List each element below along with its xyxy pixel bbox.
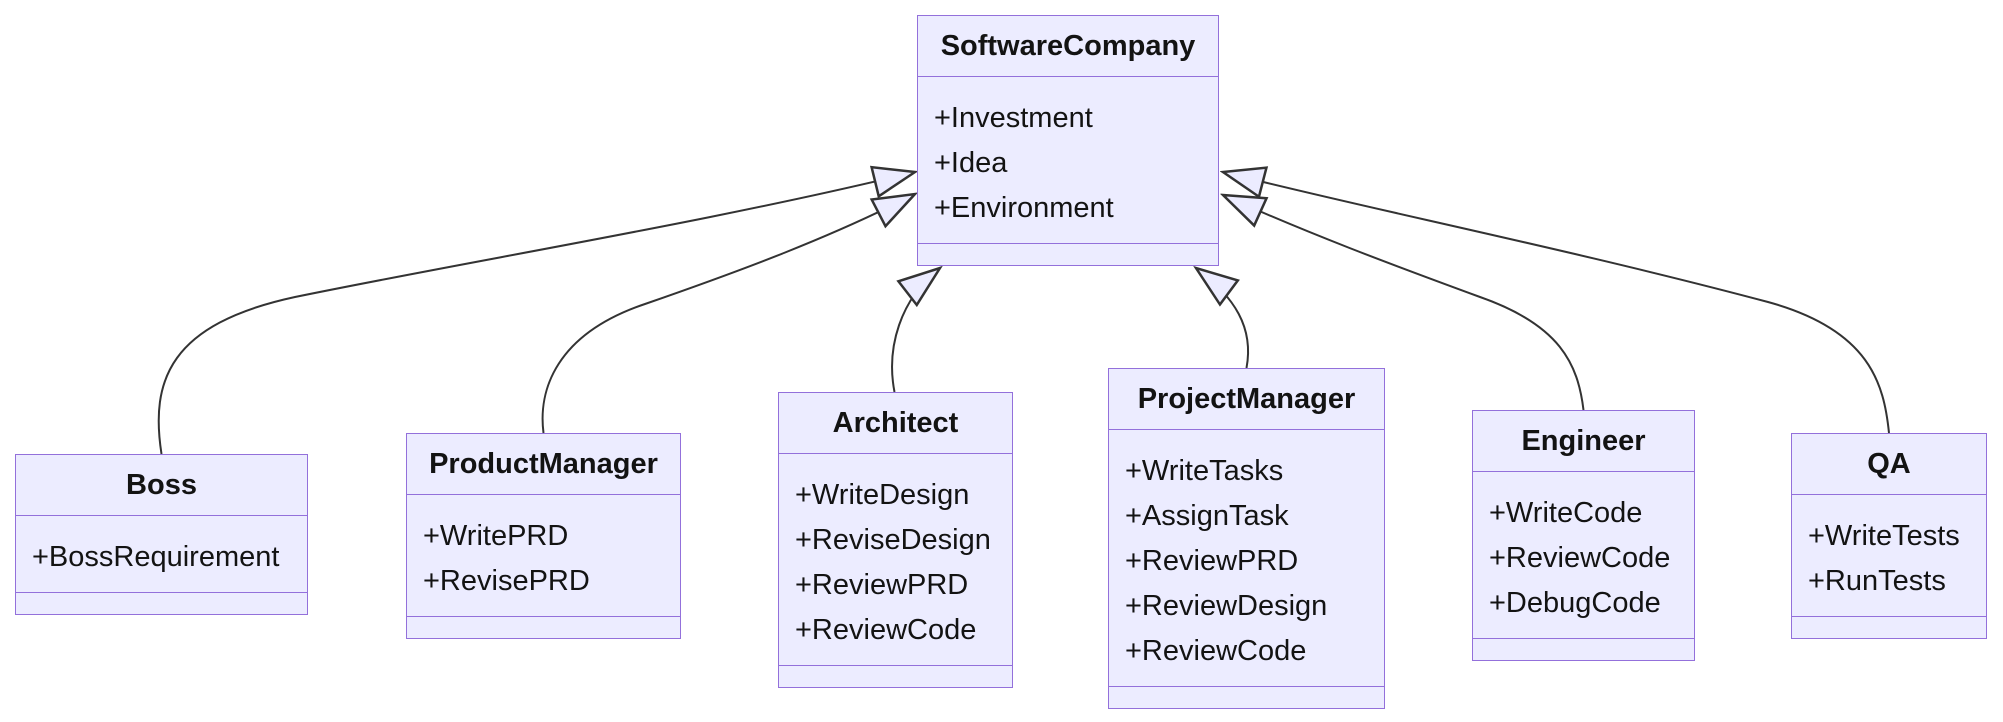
class-member: +DebugCode [1489, 587, 1661, 619]
class-softwarecompany: SoftwareCompany +Investment +Idea +Envir… [917, 15, 1219, 266]
class-member: +ReviewPRD [1125, 545, 1299, 577]
class-member: +WriteTasks [1125, 455, 1284, 487]
class-member: +WriteDesign [795, 479, 970, 511]
class-methods-empty [407, 616, 680, 638]
class-methods-empty [1109, 686, 1384, 708]
class-member: +ReviewDesign [1125, 590, 1328, 622]
edge-architect-to-softwarecompany [891, 268, 940, 393]
class-member: +Investment [934, 102, 1093, 134]
class-member: +ReviewCode [1125, 635, 1307, 667]
class-methods-empty [779, 665, 1012, 687]
class-methods-empty [1792, 616, 1986, 638]
class-member: +ReviseDesign [795, 524, 991, 556]
class-projectmanager: ProjectManager +WriteTasks +AssignTask +… [1108, 368, 1385, 709]
edge-projectmanager-to-softwarecompany [1196, 268, 1250, 369]
class-members: +WriteDesign +ReviseDesign +ReviewPRD +R… [779, 454, 1012, 665]
class-members: +WritePRD +RevisePRD [407, 495, 680, 616]
class-member: +BossRequirement [32, 541, 280, 573]
class-member: +RunTests [1808, 565, 1946, 597]
class-architect: Architect +WriteDesign +ReviseDesign +Re… [778, 392, 1013, 688]
class-engineer: Engineer +WriteCode +ReviewCode +DebugCo… [1472, 410, 1695, 661]
class-member: +ReviewPRD [795, 569, 969, 601]
class-member: +AssignTask [1125, 500, 1289, 532]
class-members: +BossRequirement [16, 516, 307, 592]
class-members: +WriteTests +RunTests [1792, 495, 1986, 616]
class-title: ProductManager [407, 434, 680, 495]
class-methods-empty [1473, 638, 1694, 660]
class-members: +Investment +Idea +Environment [918, 77, 1218, 243]
class-methods-empty [16, 592, 307, 614]
class-member: +WriteCode [1489, 497, 1643, 529]
class-title: Engineer [1473, 411, 1694, 472]
class-member: +ReviewCode [1489, 542, 1671, 574]
class-member: +WriteTests [1808, 520, 1960, 552]
class-title: Boss [16, 455, 307, 516]
class-qa: QA +WriteTests +RunTests [1791, 433, 1987, 639]
class-title: Architect [779, 393, 1012, 454]
class-productmanager: ProductManager +WritePRD +RevisePRD [406, 433, 681, 639]
class-members: +WriteTasks +AssignTask +ReviewPRD +Revi… [1109, 430, 1384, 686]
class-boss: Boss +BossRequirement [15, 454, 308, 615]
class-title: QA [1792, 434, 1986, 495]
class-member: +WritePRD [423, 520, 569, 552]
class-member: +ReviewCode [795, 614, 977, 646]
class-methods-empty [918, 243, 1218, 265]
class-title: SoftwareCompany [918, 16, 1218, 77]
class-members: +WriteCode +ReviewCode +DebugCode [1473, 472, 1694, 638]
class-member: +Idea [934, 147, 1008, 179]
class-member: +RevisePRD [423, 565, 590, 597]
class-member: +Environment [934, 192, 1114, 224]
class-title: ProjectManager [1109, 369, 1384, 430]
